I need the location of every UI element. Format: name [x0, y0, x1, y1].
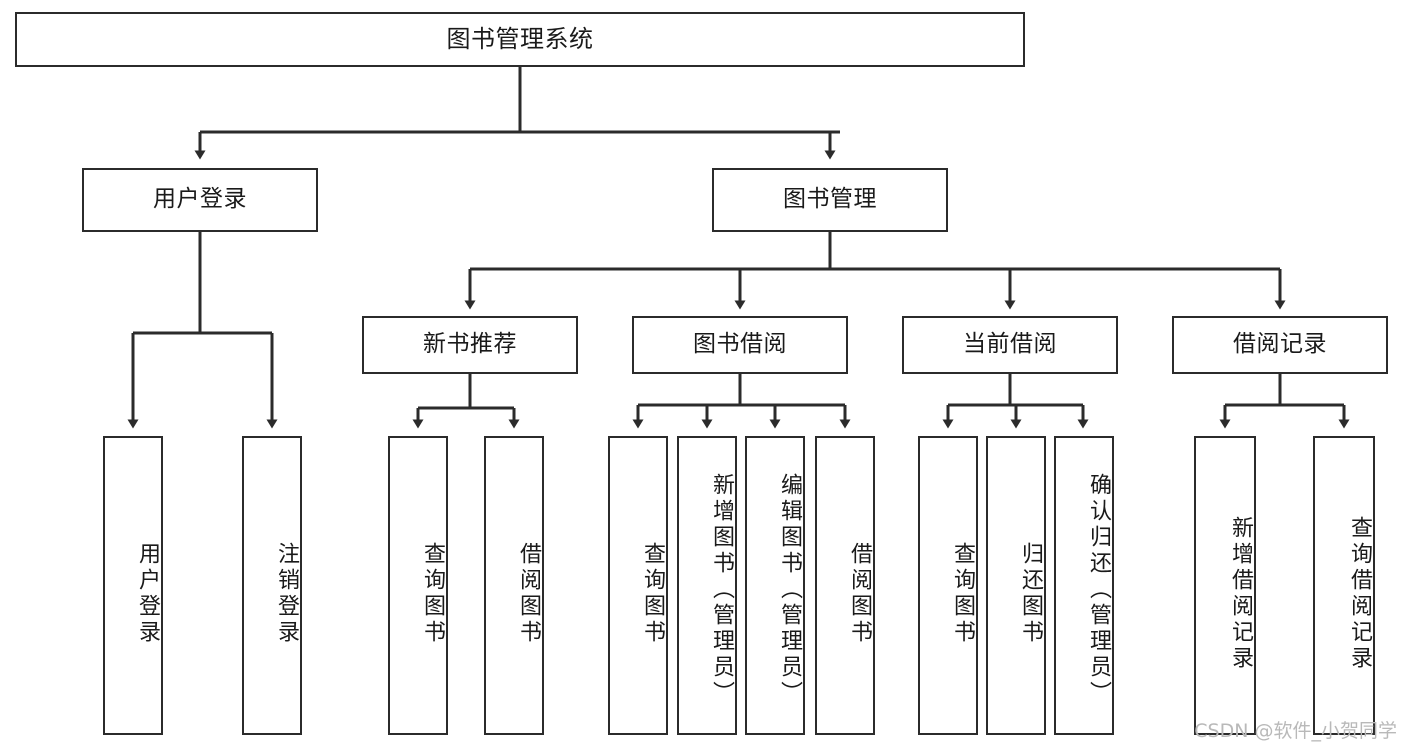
node-leaf-query-book-current[interactable]: 查询图书: [918, 436, 978, 735]
node-leaf-user-login[interactable]: 用户登录: [103, 436, 163, 735]
node-leaf-add-book-admin[interactable]: 新增图书（管理员）: [677, 436, 737, 735]
node-root-system[interactable]: 图书管理系统: [15, 12, 1025, 67]
node-book-borrow[interactable]: 图书借阅: [632, 316, 848, 374]
node-book-manage[interactable]: 图书管理: [712, 168, 948, 232]
node-leaf-add-borrow-record[interactable]: 新增借阅记录: [1194, 436, 1256, 735]
node-leaf-logout[interactable]: 注销登录: [242, 436, 302, 735]
node-leaf-query-borrow-record[interactable]: 查询借阅记录: [1313, 436, 1375, 735]
node-leaf-confirm-return-admin[interactable]: 确认归还（管理员）: [1054, 436, 1114, 735]
node-leaf-borrow-book[interactable]: 借阅图书: [815, 436, 875, 735]
node-borrow-record[interactable]: 借阅记录: [1172, 316, 1388, 374]
node-current-borrow[interactable]: 当前借阅: [902, 316, 1118, 374]
node-user-login[interactable]: 用户登录: [82, 168, 318, 232]
node-leaf-query-book-borrow[interactable]: 查询图书: [608, 436, 668, 735]
node-leaf-query-book-new[interactable]: 查询图书: [388, 436, 448, 735]
csdn-watermark: CSDN @软件_小贺同学: [1194, 720, 1397, 742]
node-leaf-return-book[interactable]: 归还图书: [986, 436, 1046, 735]
node-leaf-borrow-book-new[interactable]: 借阅图书: [484, 436, 544, 735]
node-leaf-edit-book-admin[interactable]: 编辑图书（管理员）: [745, 436, 805, 735]
node-new-book-recommend[interactable]: 新书推荐: [362, 316, 578, 374]
